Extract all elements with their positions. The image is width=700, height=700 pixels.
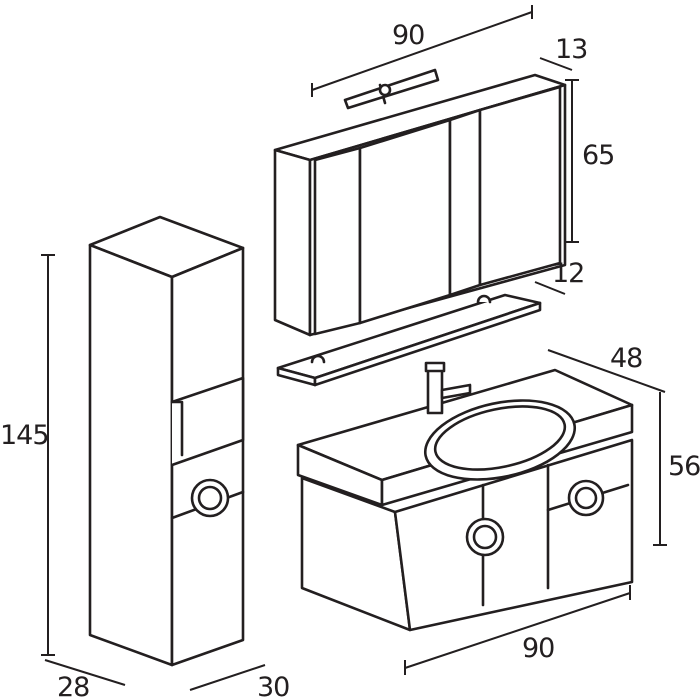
column-height-label: 145 [0, 420, 50, 451]
shelf-depth-label: 12 [552, 258, 585, 289]
faucet-icon [424, 361, 472, 415]
mirror-width-label: 90 [392, 20, 425, 51]
column-depth-label: 28 [57, 672, 90, 700]
vanity-width-label: 90 [522, 633, 555, 664]
mirror-height-label: 65 [582, 140, 615, 171]
glass-shelf [276, 293, 542, 387]
vanity-height-label: 56 [668, 451, 700, 482]
column-width-label: 30 [257, 672, 290, 700]
mirror-cabinet [273, 68, 567, 337]
lamp-icon [343, 68, 440, 110]
vanity-depth-label: 48 [610, 343, 643, 374]
vanity-unit [296, 361, 634, 632]
mirror-depth-label: 13 [555, 34, 588, 65]
dimension-lines [41, 5, 667, 691]
tall-column-cabinet [88, 215, 245, 667]
